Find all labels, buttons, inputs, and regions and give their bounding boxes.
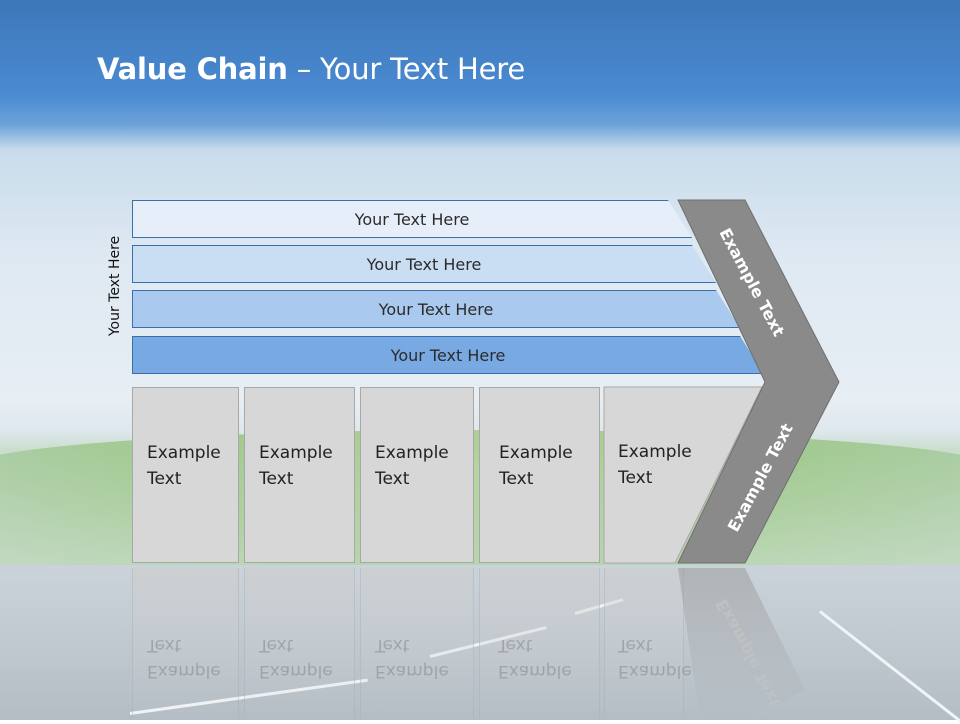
support-band-2[interactable]: Your Text Here bbox=[132, 245, 716, 283]
activity-reflection bbox=[604, 568, 684, 718]
primary-activity-2[interactable]: Example Text bbox=[244, 387, 355, 563]
activity-label-line2: Text bbox=[618, 468, 653, 488]
activity-reflection bbox=[244, 568, 355, 718]
primary-activity-5[interactable]: Example Text bbox=[618, 439, 692, 491]
activity-label-line2: Text bbox=[375, 469, 410, 489]
margin-chevron-reflection bbox=[678, 568, 805, 720]
primary-activity-1[interactable]: Example Text bbox=[132, 387, 239, 563]
activity-label-line2: Text bbox=[499, 469, 534, 489]
activity-reflection bbox=[132, 568, 239, 718]
support-band-1[interactable]: Your Text Here bbox=[132, 200, 692, 238]
title-bold: Value Chain bbox=[97, 52, 288, 86]
activity-label-line1: Example bbox=[618, 442, 692, 462]
activity-label-line2: Text bbox=[259, 469, 294, 489]
support-band-label: Your Text Here bbox=[390, 345, 506, 365]
activity-label-line1: Example bbox=[259, 443, 333, 463]
support-band-label: Your Text Here bbox=[354, 209, 470, 229]
primary-activity-4[interactable]: Example Text bbox=[479, 387, 600, 563]
page-title: Value Chain – Your Text Here bbox=[97, 52, 525, 86]
activity-reflection bbox=[479, 568, 600, 718]
support-band-4[interactable]: Your Text Here bbox=[132, 336, 764, 374]
primary-activity-3[interactable]: Example Text bbox=[360, 387, 474, 563]
activity-label-line2: Text bbox=[147, 469, 182, 489]
activity-label-line1: Example bbox=[375, 443, 449, 463]
support-band-label: Your Text Here bbox=[366, 254, 482, 274]
primary-activity-5-shape[interactable] bbox=[603, 386, 763, 564]
title-rest: – Your Text Here bbox=[287, 52, 525, 86]
margin-chevron[interactable] bbox=[677, 199, 840, 564]
activity-label-line1: Example bbox=[499, 443, 573, 463]
activity-label-line1: Example bbox=[147, 443, 221, 463]
activity-reflection bbox=[360, 568, 474, 718]
support-band-3[interactable]: Your Text Here bbox=[132, 290, 740, 328]
support-band-label: Your Text Here bbox=[378, 299, 494, 319]
